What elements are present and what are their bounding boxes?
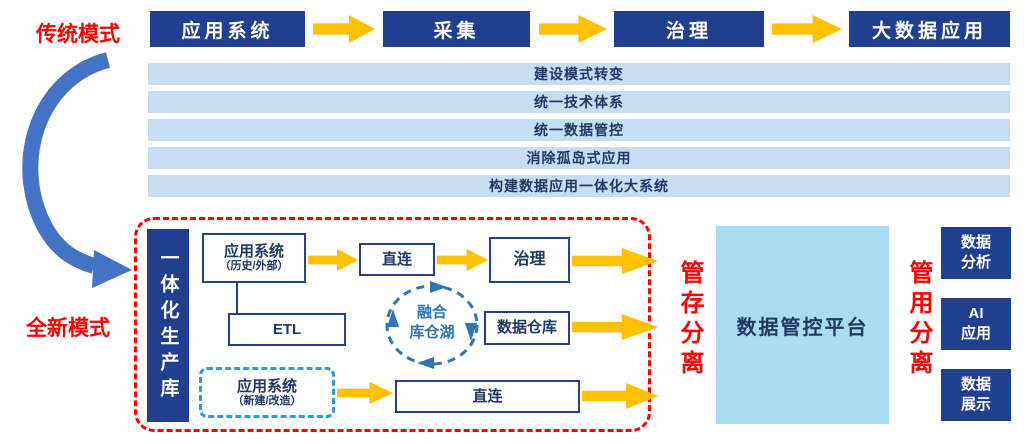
- storage-separation-label: 管存分离: [676, 260, 703, 380]
- output-data-analysis-box: 数据 分析: [941, 227, 1011, 279]
- transform-bar: 构建数据应用一体化大系统: [148, 175, 1010, 197]
- traditional-mode-label: 传统模式: [36, 23, 120, 46]
- connector-line: [236, 283, 238, 313]
- app-system-historical-box: 应用系统 （历史/外部）: [202, 233, 306, 283]
- curved-arrow-icon: [8, 52, 138, 292]
- stage-collection: 采集: [383, 11, 530, 47]
- direct-connect-bottom-box: 直连: [395, 380, 580, 413]
- output-data-display-box: 数据 展示: [941, 369, 1011, 421]
- transform-bar: 统一技术体系: [148, 91, 1010, 113]
- cycle-arrows-icon: [383, 281, 481, 369]
- stage-governance: 治理: [614, 11, 764, 47]
- data-warehouse-label: 数据仓库: [496, 319, 557, 337]
- transform-bar: 消除孤岛式应用: [148, 147, 1010, 169]
- fusion-line1: 融合: [416, 304, 447, 321]
- data-warehouse-box: 数据仓库: [484, 311, 570, 345]
- direct-connect-top-label: 直连: [381, 250, 412, 268]
- governance-box: 治理: [489, 237, 570, 283]
- direct-connect-top-box: 直连: [359, 243, 435, 276]
- app-system-new-subtitle: （新建/改造）: [232, 394, 302, 407]
- fusion-line2: 库仓湖: [409, 323, 455, 341]
- transform-bar: 统一数据管控: [148, 119, 1010, 141]
- app-system-new-box: 应用系统 （新建/改造）: [199, 367, 335, 418]
- production-db-box: 一体化生产库: [147, 229, 189, 422]
- governance-label: 治理: [513, 250, 546, 268]
- flow-arrow-icon: [772, 15, 842, 43]
- production-db-label: 一体化生产库: [157, 247, 179, 404]
- fusion-lake-label: 融合 库仓湖: [394, 303, 470, 342]
- output-line: 数据: [960, 375, 991, 393]
- etl-label: ETL: [272, 320, 302, 338]
- transform-bar: 建设模式转变: [148, 63, 1010, 85]
- new-mode-label: 全新模式: [26, 317, 110, 340]
- output-line: 数据: [960, 233, 991, 251]
- direct-connect-bottom-label: 直连: [472, 387, 503, 405]
- output-line: 应用: [960, 325, 991, 342]
- app-system-historical-title: 应用系统: [223, 243, 284, 261]
- app-system-historical-subtitle: （历史/外部）: [219, 260, 289, 273]
- output-line: 展示: [960, 396, 991, 413]
- app-system-new-title: 应用系统: [236, 377, 297, 395]
- stage-bigdata-app: 大数据应用: [849, 11, 1010, 47]
- data-control-platform-box: 数据管控平台: [716, 226, 889, 424]
- output-ai-app-box: AI 应用: [941, 298, 1011, 350]
- etl-box: ETL: [228, 313, 346, 346]
- stage-app-system: 应用系统: [150, 11, 305, 47]
- flow-arrow-icon: [313, 15, 375, 43]
- usage-separation-label: 管用分离: [905, 260, 932, 380]
- output-line: AI: [968, 304, 984, 322]
- output-line: 分析: [960, 254, 991, 271]
- flow-arrow-icon: [539, 15, 607, 43]
